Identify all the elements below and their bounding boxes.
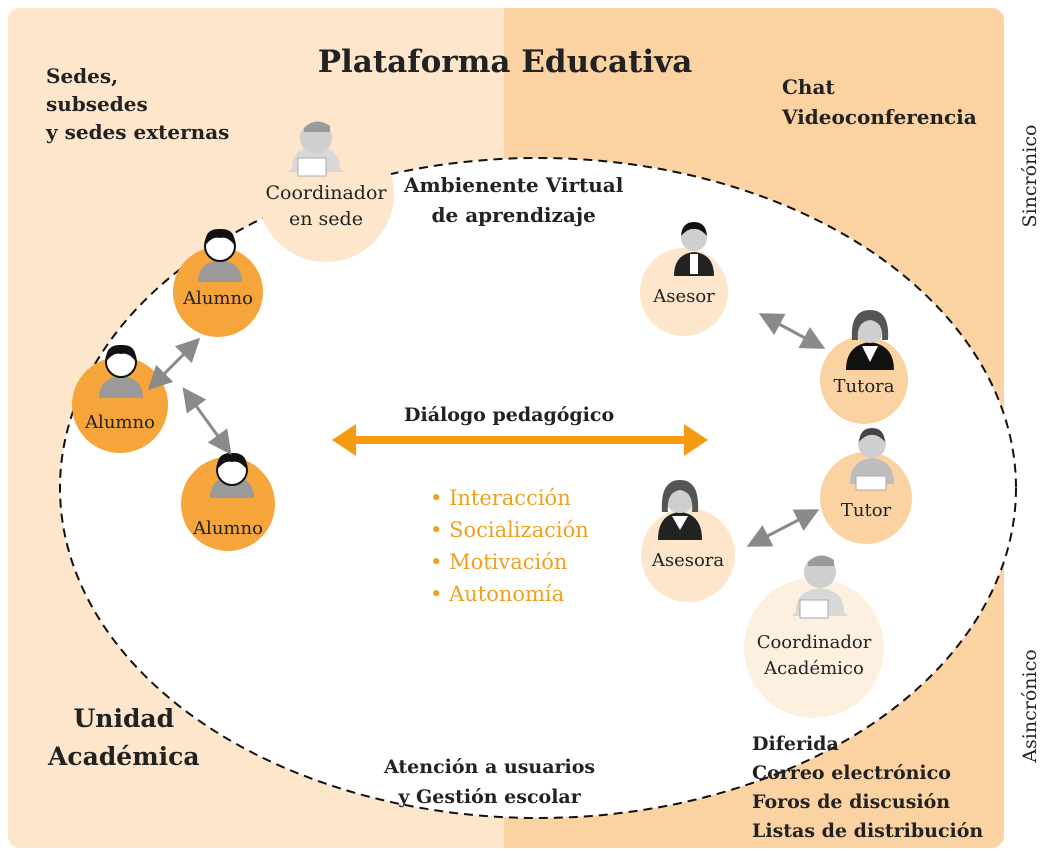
coordinador-sede-icon <box>288 121 344 177</box>
asincronico-label: Asincrónico <box>1019 649 1041 763</box>
tutora-label: Tutora <box>833 376 895 397</box>
coordinador-academico-icon <box>792 555 848 619</box>
asesora-icon <box>658 480 702 540</box>
alumno-left-circle <box>72 357 168 453</box>
arrow-asesora-tutor <box>746 509 820 547</box>
ava-line: Ambienente Virtual <box>404 173 624 197</box>
sedes-line: Sedes, <box>46 64 119 88</box>
arrow-alumno-left-bottom <box>182 387 232 455</box>
alumno-left-icon <box>99 344 143 398</box>
sync-channel: Videoconferencia <box>782 105 977 129</box>
sync-channel: Chat <box>782 75 835 99</box>
async-channels-label: Diferida Correo electrónico Foros de dis… <box>752 730 983 846</box>
asesor-label: Asesor <box>653 286 715 307</box>
unidad-line: Unidad <box>73 704 175 733</box>
alumno-top-label: Alumno <box>183 288 253 309</box>
coordinador-academico-circle <box>744 578 884 718</box>
alumno-bottom-circle <box>181 457 275 551</box>
ava-label: Ambienente Virtual de aprendizaje <box>404 170 623 230</box>
dialogo-label: Diálogo pedagógico <box>404 404 615 426</box>
arrow-alumno-top-left <box>147 337 201 391</box>
benefits-list: Interacción Socialización Motivación Aut… <box>430 482 589 610</box>
alumno-left-label: Alumno <box>85 412 155 433</box>
benefit-item: Interacción <box>430 482 589 514</box>
alumno-bottom-icon <box>210 452 254 498</box>
benefit-item: Motivación <box>430 546 589 578</box>
sync-channels-label: Chat Videoconferencia <box>782 72 977 132</box>
coordinador-sede-circle <box>258 126 394 262</box>
async-channel: Listas de distribución <box>752 820 984 842</box>
alumno-top-icon <box>198 228 242 282</box>
coordinador-sede-label: Coordinador en sede <box>256 180 396 232</box>
tutor-label: Tutor <box>840 500 892 521</box>
atencion-line: Atención a usuarios <box>384 756 596 778</box>
async-channel: Diferida <box>752 733 839 755</box>
sedes-line: y sedes externas <box>46 120 230 144</box>
ava-line: de aprendizaje <box>431 203 596 227</box>
actor-label-line: Coordinador <box>265 182 387 204</box>
sedes-line: subsedes <box>46 92 148 116</box>
unidad-label: Unidad Académica <box>48 700 200 776</box>
actor-label-line: Coordinador <box>756 632 872 653</box>
dialogo-arrow <box>332 424 708 456</box>
asesor-icon <box>674 222 714 276</box>
tutora-icon <box>846 310 894 370</box>
coordinador-academico-label: Coordinador Académico <box>744 630 884 682</box>
async-channel: Correo electrónico <box>752 762 951 784</box>
actor-label-line: en sede <box>289 208 363 230</box>
arrow-asesor-tutora <box>758 313 826 349</box>
tutor-icon <box>850 428 894 491</box>
sincronico-label: Sincrónico <box>1019 124 1041 228</box>
actor-label-line: Académico <box>764 658 864 679</box>
alumno-bottom-label: Alumno <box>193 518 263 539</box>
sedes-label: Sedes, subsedes y sedes externas <box>46 62 229 146</box>
benefit-item: Socialización <box>430 514 589 546</box>
asesora-label: Asesora <box>651 550 725 571</box>
atencion-label: Atención a usuarios y Gestión escolar <box>384 752 595 812</box>
async-channel: Foros de discusión <box>752 791 951 813</box>
atencion-line: y Gestión escolar <box>398 786 581 808</box>
benefit-item: Autonomía <box>430 578 589 610</box>
unidad-line: Académica <box>48 742 200 771</box>
alumno-top-circle <box>173 247 263 337</box>
page-title: Plataforma Educativa <box>317 44 693 80</box>
